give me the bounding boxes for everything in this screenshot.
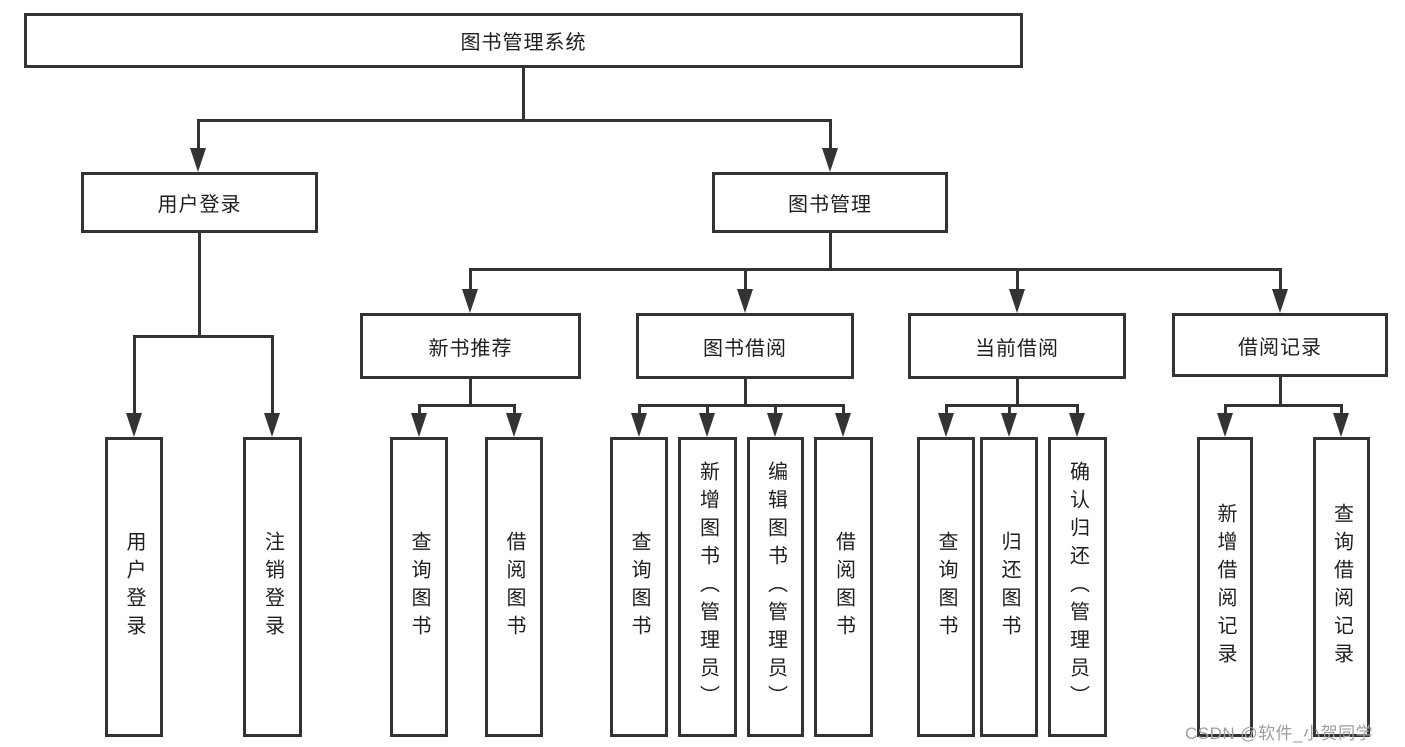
node-leaf-borrow-lend-label: 借阅图书 (832, 531, 855, 643)
node-user-branch: 用户登录 (81, 172, 318, 233)
node-leaf-borrow-query-label: 查询图书 (628, 531, 650, 643)
arrowhead-icon (835, 413, 851, 437)
node-leaf-records-add: 新增借阅记录 (1197, 437, 1253, 737)
connector-current-drop-2 (1008, 404, 1011, 415)
node-module-borrow: 图书借阅 (636, 313, 854, 379)
connector-borrow-drop-1 (638, 404, 641, 415)
connector-newbook-rail (418, 404, 515, 407)
node-leaf-user-login-label: 用户登录 (123, 531, 145, 643)
arrowhead-icon (822, 148, 838, 172)
node-root: 图书管理系统 (24, 13, 1023, 68)
connector-borrow-drop-3 (774, 404, 777, 415)
connector-newbook-drop-1 (418, 404, 421, 415)
node-module-records-label: 借阅记录 (1238, 336, 1322, 359)
arrowhead-icon (1069, 413, 1085, 437)
connector-newbook-drop-2 (513, 404, 516, 415)
arrowhead-icon (767, 413, 783, 437)
connector-root-drop-book (829, 119, 832, 150)
connector-book-drop-1 (469, 268, 472, 291)
arrowhead-icon (264, 413, 280, 437)
connector-current-drop-1 (945, 404, 948, 415)
connector-book-drop-4 (1279, 268, 1282, 291)
node-leaf-user-logout: 注销登录 (243, 437, 302, 737)
connector-records-stem (1279, 377, 1282, 406)
node-leaf-newbook-borrow: 借阅图书 (485, 437, 543, 737)
node-module-newbook: 新书推荐 (360, 313, 581, 379)
node-module-current-label: 当前借阅 (975, 337, 1059, 360)
node-book-branch: 图书管理 (712, 172, 948, 233)
node-leaf-newbook-query: 查询图书 (390, 437, 448, 737)
connector-book-rail (469, 268, 1281, 271)
node-leaf-borrow-lend: 借阅图书 (814, 437, 873, 737)
node-leaf-newbook-query-label: 查询图书 (408, 531, 430, 643)
arrowhead-icon (737, 289, 753, 313)
node-module-records: 借阅记录 (1172, 313, 1388, 377)
connector-current-drop-3 (1076, 404, 1079, 415)
connector-records-drop-2 (1340, 404, 1343, 415)
arrowhead-icon (631, 413, 647, 437)
connector-root-rail (197, 119, 831, 122)
connector-book-drop-3 (1016, 268, 1019, 291)
node-leaf-current-query: 查询图书 (917, 437, 975, 737)
arrowhead-icon (462, 289, 478, 313)
connector-book-drop-2 (744, 268, 747, 291)
connector-root-drop-user (197, 119, 200, 150)
node-leaf-borrow-add-label: 新增图书（管理员） (696, 461, 719, 713)
arrowhead-icon (411, 413, 427, 437)
arrowhead-icon (190, 148, 206, 172)
connector-newbook-stem (469, 379, 472, 406)
connector-user-stem (198, 233, 201, 337)
node-module-newbook-label: 新书推荐 (428, 337, 513, 360)
arrowhead-icon (506, 413, 522, 437)
node-leaf-user-logout-label: 注销登录 (261, 531, 284, 643)
node-leaf-current-confirm: 确认归还（管理员） (1048, 437, 1107, 737)
node-leaf-user-login: 用户登录 (105, 437, 163, 737)
connector-records-drop-1 (1224, 404, 1227, 415)
node-leaf-records-query-label: 查询借阅记录 (1330, 503, 1353, 671)
arrowhead-icon (1001, 413, 1017, 437)
node-leaf-records-query: 查询借阅记录 (1313, 437, 1370, 737)
connector-current-stem (1016, 379, 1019, 406)
node-leaf-borrow-query: 查询图书 (610, 437, 668, 737)
connector-borrow-rail (638, 404, 845, 407)
node-root-label: 图书管理系统 (460, 32, 587, 54)
node-leaf-borrow-edit: 编辑图书（管理员） (747, 437, 804, 737)
node-module-borrow-label: 图书借阅 (703, 337, 787, 360)
arrowhead-icon (938, 413, 954, 437)
connector-borrow-drop-4 (842, 404, 845, 415)
node-leaf-borrow-edit-label: 编辑图书（管理员） (764, 461, 787, 713)
node-leaf-current-return: 归还图书 (980, 437, 1038, 737)
node-leaf-newbook-borrow-label: 借阅图书 (503, 531, 525, 643)
watermark: CSDN @软件_小贺同学 (1185, 724, 1374, 743)
arrowhead-icon (1217, 413, 1233, 437)
arrowhead-icon (699, 413, 715, 437)
arrowhead-icon (126, 413, 142, 437)
node-book-branch-label: 图书管理 (788, 194, 872, 216)
connector-user-drop-1 (133, 335, 136, 415)
connector-user-rail (133, 335, 274, 338)
node-leaf-records-add-label: 新增借阅记录 (1214, 503, 1236, 671)
arrowhead-icon (1272, 289, 1288, 313)
connector-user-drop-2 (271, 335, 274, 415)
arrowhead-icon (1333, 413, 1349, 437)
connector-current-rail (945, 404, 1079, 407)
connector-book-stem (829, 233, 832, 270)
connector-borrow-stem (744, 379, 747, 406)
arrowhead-icon (1009, 289, 1025, 313)
node-leaf-current-query-label: 查询图书 (935, 531, 957, 643)
node-leaf-current-return-label: 归还图书 (998, 531, 1020, 643)
node-module-current: 当前借阅 (908, 313, 1126, 379)
connector-root-stem (522, 68, 525, 121)
node-user-branch-label: 用户登录 (157, 194, 242, 216)
node-leaf-borrow-add: 新增图书（管理员） (678, 437, 737, 737)
node-leaf-current-confirm-label: 确认归还（管理员） (1066, 461, 1089, 713)
connector-borrow-drop-2 (706, 404, 709, 415)
connector-records-rail (1224, 404, 1342, 407)
